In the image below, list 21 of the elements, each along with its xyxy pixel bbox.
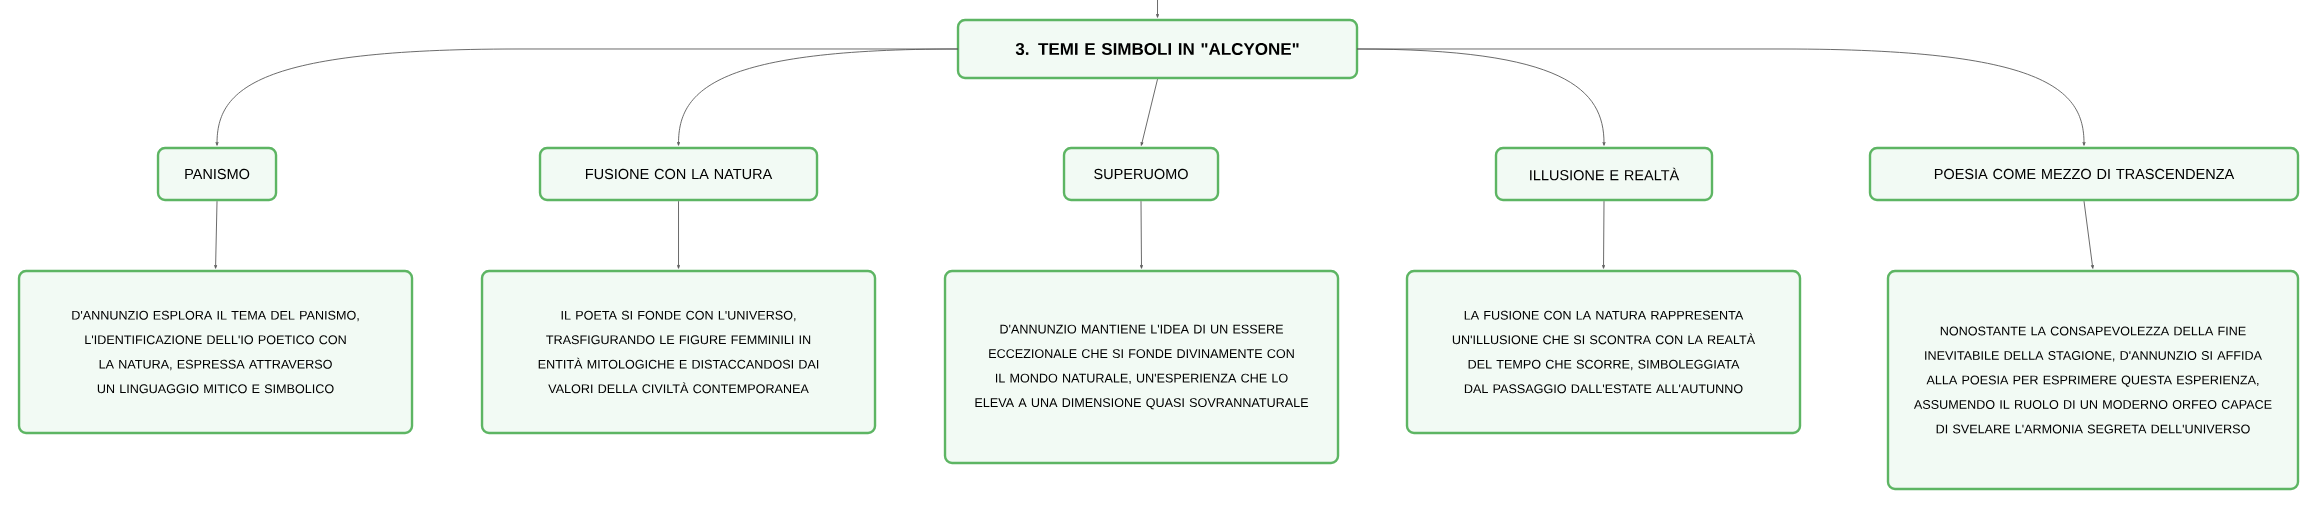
topic-box: FUSIONE CON LA NATURA <box>538 146 819 202</box>
topic-box: POESIA COME MEZZO DI TRASCENDENZA <box>1868 146 2300 202</box>
connector-arrow <box>2083 200 2094 269</box>
description-box: D'ANNUNZIO MANTIENE L'IDEA DI UN ESSERE ECCEZIONALE CHE SI FONDE DIVINAMENTE CON IL MONDO NATURALE, UN'ESPERIENZA CHE LO ELEVA A UNA DIMENSIONE QUASI SOVRANNATURALE <box>943 269 1340 465</box>
connector-arrow <box>1357 48 2086 146</box>
connector-arrow <box>214 200 218 269</box>
connector-arrow <box>1140 78 1158 146</box>
topic-box: PANISMO <box>156 146 278 202</box>
description-box: NONOSTANTE LA CONSAPEVOLEZZA DELLA FINE INEVITABILE DELLA STAGIONE, D'ANNUNZIO SI AFFIDA ALLA POESIA PER ESPRIMERE QUESTA ESPERIENZA, ASSUMENDO IL RUOLO DI UN MODERNO ORFEO CAPACE DI SVELARE L'ARMONIA SEGRETA DELL'UNIVERSO <box>1886 269 2300 491</box>
connector-arrow <box>1140 200 1143 269</box>
topic-box: SUPERUOMO <box>1062 146 1220 202</box>
title-box: 3. TEMI E SIMBOLI IN "ALCYONE" <box>956 18 1359 80</box>
connector-arrow <box>677 200 680 269</box>
connector-arrow <box>1356 48 1606 146</box>
description-box: IL POETA SI FONDE CON L'UNIVERSO, TRASFIGURANDO LE FIGURE FEMMINILI IN ENTITÀ MITOLOGICHE E DISTACCANDOSI DAI VALORI DELLA CIVILTÀ CONTEMPORANEA <box>480 269 877 435</box>
description-box: D'ANNUNZIO ESPLORA IL TEMA DEL PANISMO, L'IDENTIFICAZIONE DELL'IO POETICO CON LA NATURA, ESPRESSA ATTRAVERSO UN LINGUAGGIO MITICO E SIMBOLICO <box>17 269 414 435</box>
connector-arrow <box>677 48 959 146</box>
connector-arrow <box>1156 0 1159 18</box>
topic-box: ILLUSIONE E REALTÀ <box>1494 146 1714 202</box>
description-box: LA FUSIONE CON LA NATURA RAPPRESENTA UN'ILLUSIONE CHE SI SCONTRA CON LA REALTÀ DEL TEMPO CHE SCORRE, SIMBOLEGGIATA DAL PASSAGGIO DALL'ESTATE ALL'AUTUNNO <box>1405 269 1802 435</box>
connector-arrow <box>1602 200 1605 269</box>
